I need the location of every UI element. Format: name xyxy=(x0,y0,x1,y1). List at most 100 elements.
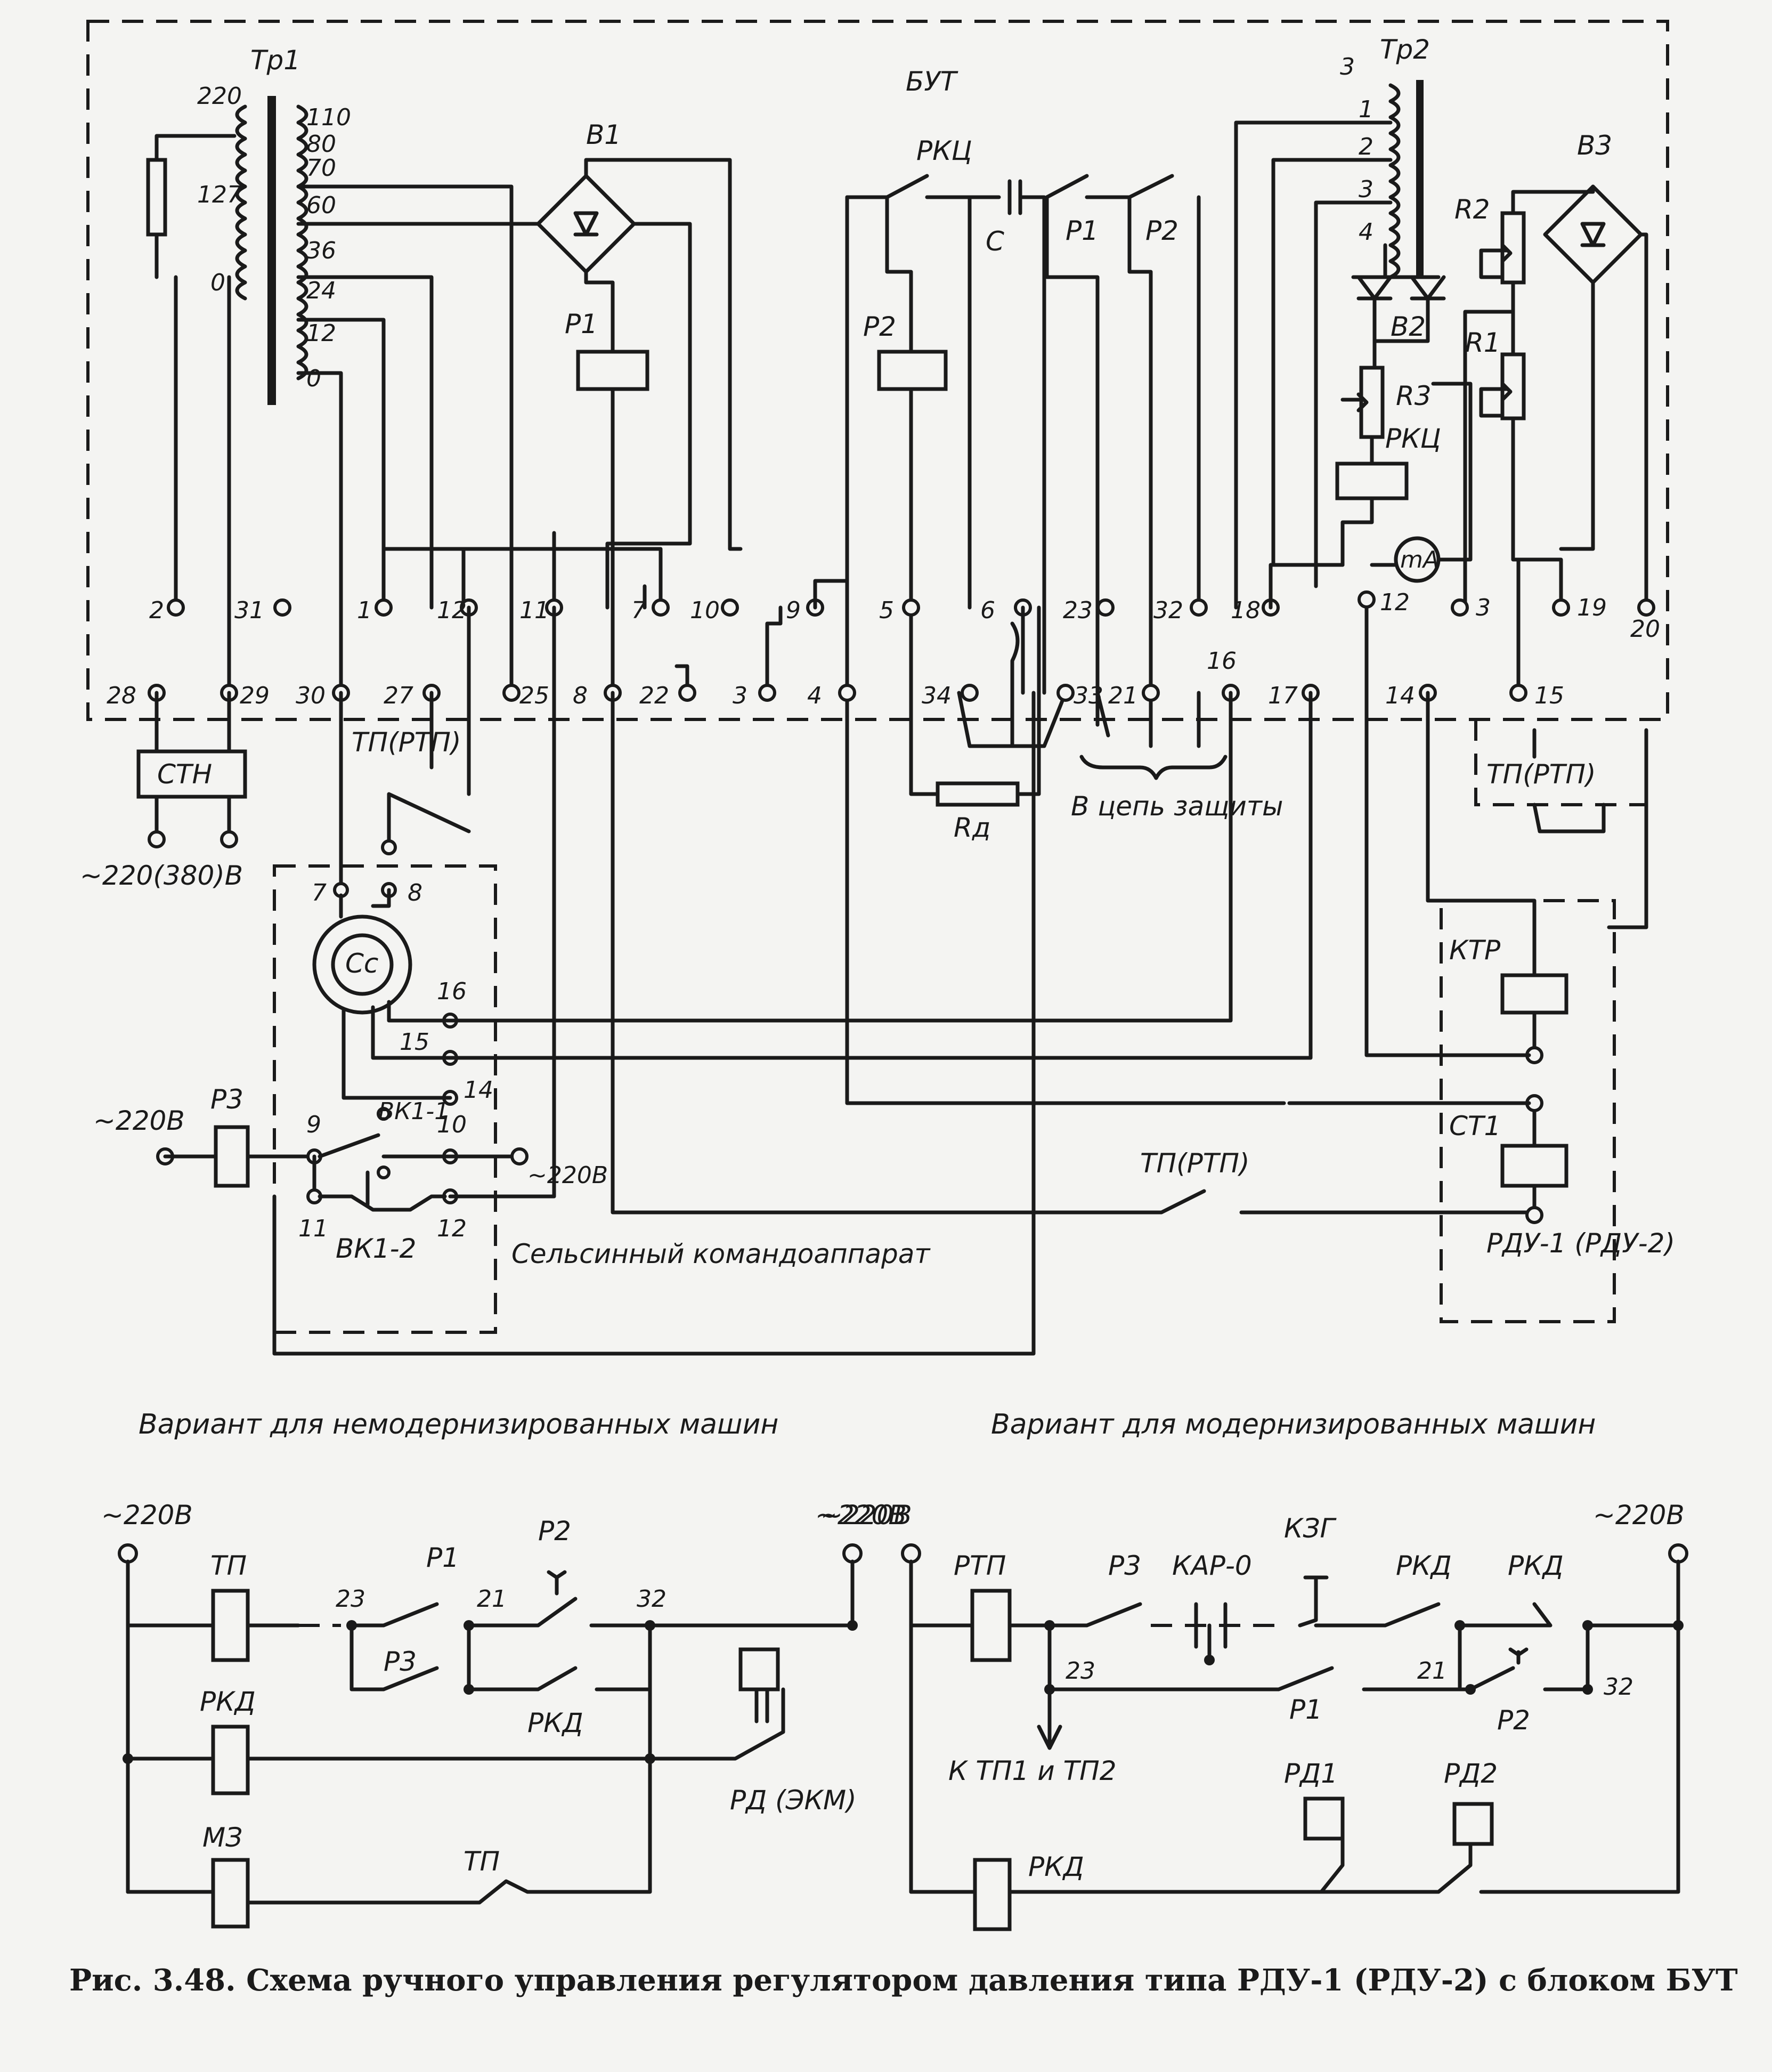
transformer-tr1: Тр1 220 127 0 110 80 70 60 36 24 12 0 xyxy=(197,45,351,405)
stn-label: СТН xyxy=(157,759,212,790)
r3-label: R3 xyxy=(1396,381,1432,411)
lt-17: 17 xyxy=(1268,682,1298,709)
vr-sensor-rd2 xyxy=(1452,1802,1494,1846)
variant-right-title: Вариант для модернизированных машин xyxy=(991,1409,1596,1440)
resistor-rd xyxy=(936,781,1020,807)
p3-coil-label: Р3 xyxy=(210,1084,243,1115)
tr2-tap-3: 3 xyxy=(1359,176,1373,203)
tp-rtp-right-enclosure xyxy=(1474,719,1648,806)
tr1-tap-110: 110 xyxy=(306,104,351,131)
tp-rtp-label-right: ТП(РТП) xyxy=(1486,759,1596,790)
tr1-tap-220: 220 xyxy=(197,83,242,110)
ut-5: 5 xyxy=(879,597,894,624)
tp-rtp-label-mid: ТП(РТП) xyxy=(1140,1148,1249,1179)
upper-terminal-row: 2 31 1 12 11 7 10 9 5 6 23 32 18 12 3 19… xyxy=(149,589,1660,643)
tr1-tap-127: 127 xyxy=(197,181,242,208)
transformer-tr2: Тр2 3 1 2 3 4 xyxy=(1340,34,1430,279)
rd-label: Rд xyxy=(954,812,990,843)
tr1-tap-70: 70 xyxy=(306,155,336,182)
tr1-tap-0: 0 xyxy=(306,365,321,392)
tr1-tap-12: 12 xyxy=(306,320,336,347)
ma-label: mA xyxy=(1400,546,1439,573)
tr2-tap-2: 2 xyxy=(1359,133,1373,160)
vr-rd1-label: РД1 xyxy=(1284,1758,1338,1789)
p2-label: Р2 xyxy=(863,311,896,342)
c-label: С xyxy=(986,226,1004,257)
lt-28: 28 xyxy=(107,682,136,709)
vr-node-23: 23 xyxy=(1066,1657,1095,1685)
stn-block xyxy=(136,749,247,799)
lt-16: 16 xyxy=(1207,648,1237,675)
st1-label: СТ1 xyxy=(1449,1111,1501,1142)
tr2-tap-3a: 3 xyxy=(1340,53,1355,80)
but-label: БУТ xyxy=(906,66,958,97)
vr-node-21: 21 xyxy=(1417,1657,1447,1685)
lt-25: 25 xyxy=(519,682,549,709)
rdu-label: РДУ-1 (РДУ-2) xyxy=(1486,1228,1675,1259)
lt-22: 22 xyxy=(639,682,669,709)
vl-tp-contact-label: ТП xyxy=(464,1846,500,1877)
rdu-enclosure xyxy=(1440,899,1616,1323)
relay-p2-coil xyxy=(877,350,948,391)
v3-label: В3 xyxy=(1577,130,1612,161)
vr-sensor-rd1 xyxy=(1303,1796,1345,1841)
r2-label: R2 xyxy=(1454,194,1490,225)
variant-right-diagram: ~220В ~220В РТП Р3 КАР-0 КЗГ РКД РКД 23 … xyxy=(820,1500,1688,1931)
ut-9: 9 xyxy=(786,597,801,624)
rectifier-b1: В1 xyxy=(536,119,636,274)
vr-p2-label: Р2 xyxy=(1497,1705,1530,1736)
lt-14: 14 xyxy=(1385,682,1415,709)
vr-supply-right: ~220В xyxy=(1593,1500,1685,1531)
vr-p1-label: Р1 xyxy=(1289,1694,1322,1725)
vr-rkd2-label: РКД xyxy=(1508,1550,1564,1581)
vr-arrow-label: К ТП1 и ТП2 xyxy=(948,1755,1117,1786)
p2-contact-label: Р2 xyxy=(1145,215,1178,246)
vr-kzg-label: КЗГ xyxy=(1284,1513,1337,1544)
vl-rkd-coil-label: РКД xyxy=(200,1686,256,1717)
tp-rtp-label-left: ТП(РТП) xyxy=(352,727,461,758)
supply-terminal-l xyxy=(148,830,166,848)
lt-15: 15 xyxy=(1534,682,1564,709)
sel-12: 12 xyxy=(437,1215,467,1242)
vl-p1-label: Р1 xyxy=(426,1542,459,1573)
ut-10: 10 xyxy=(690,597,720,624)
ut-12: 12 xyxy=(437,597,467,624)
lt-27: 27 xyxy=(384,682,413,709)
sel-15: 15 xyxy=(400,1029,429,1056)
rectifier-b3: В3 xyxy=(1543,130,1643,285)
vr-relay-rtp xyxy=(970,1589,1012,1662)
ut-19: 19 xyxy=(1577,594,1607,621)
vr-rkd1-label: РКД xyxy=(1396,1550,1452,1581)
relay-p1-coil xyxy=(576,350,649,391)
r1-label: R1 xyxy=(1465,327,1501,358)
tr2-label: Тр2 xyxy=(1380,34,1430,65)
ut-32: 32 xyxy=(1153,597,1183,624)
vr-relay-rkd xyxy=(973,1858,1012,1931)
vl-relay-rkd xyxy=(211,1725,250,1795)
vr-node-32: 32 xyxy=(1604,1673,1633,1701)
vl-pressure-sensor xyxy=(738,1647,780,1691)
selsyn-label: Сельсинный командоаппарат xyxy=(511,1239,931,1269)
v2-label: В2 xyxy=(1391,311,1426,342)
lt-29: 29 xyxy=(240,682,270,709)
v1-label: В1 xyxy=(586,119,621,150)
vl-supply-left: ~220В xyxy=(101,1500,193,1531)
variant-left-diagram: ~220В ~220В ТП Р1 Р2 23 21 32 Р3 РКД РКД… xyxy=(101,1500,907,1929)
selsyn-enclosure xyxy=(273,864,497,1334)
supply-220-vert: ~220В xyxy=(527,1162,608,1189)
ut-18: 18 xyxy=(1231,597,1261,624)
vr-rtp-label: РТП xyxy=(954,1550,1006,1581)
lt-34: 34 xyxy=(922,682,952,709)
ut-1: 1 xyxy=(357,597,372,624)
vk1-1-label: ВК1-1 xyxy=(378,1098,449,1125)
vl-relay-mz xyxy=(211,1858,250,1929)
ut-7: 7 xyxy=(631,597,646,624)
vl-node-32: 32 xyxy=(637,1585,666,1613)
lt-21: 21 xyxy=(1108,682,1138,709)
relay-ktr-coil xyxy=(1500,973,1568,1015)
lt-33: 33 xyxy=(1074,682,1103,709)
rkc-label: РКЦ xyxy=(916,135,972,166)
ut-11: 11 xyxy=(519,597,549,624)
rkc-coil-label: РКЦ xyxy=(1385,423,1441,454)
cc-label: Cc xyxy=(345,948,378,979)
